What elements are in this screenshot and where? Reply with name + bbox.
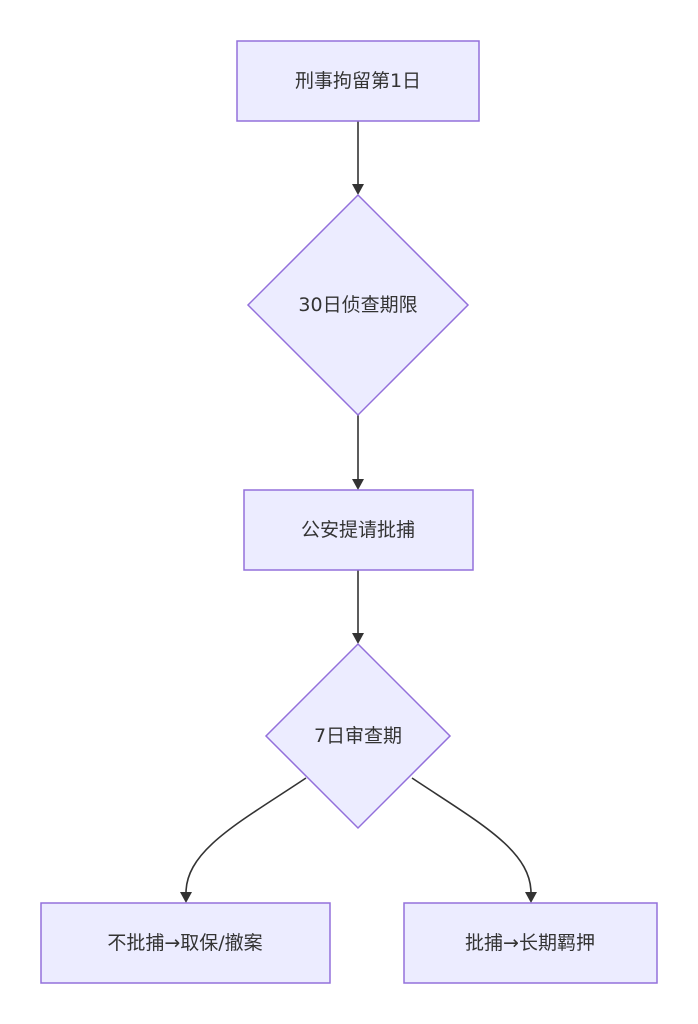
arrowhead-icon	[525, 892, 537, 903]
node-box	[40, 902, 331, 984]
node-box	[403, 902, 658, 984]
node-label: 批捕→长期羁押	[465, 932, 595, 954]
edge-review-to-no-arrest	[185, 777, 307, 894]
node-label: 7日审查期	[314, 725, 402, 747]
arrowhead-icon	[352, 184, 364, 195]
node-box	[236, 40, 480, 122]
node-investigation-30: 30日侦查期限	[246, 193, 470, 417]
node-arrest: 批捕→长期羁押	[403, 902, 658, 984]
node-police-request: 公安提请批捕	[243, 489, 474, 571]
node-review-7: 7日审查期	[264, 642, 452, 830]
arrowhead-icon	[352, 633, 364, 644]
arrowhead-icon	[352, 479, 364, 490]
node-no-arrest: 不批捕→取保/撤案	[40, 902, 331, 984]
node-label: 不批捕→取保/撤案	[107, 932, 262, 954]
decision-diamond	[246, 193, 470, 417]
arrowhead-icon	[180, 892, 192, 903]
node-label: 刑事拘留第1日	[295, 70, 421, 92]
node-label: 30日侦查期限	[298, 294, 417, 316]
node-box	[243, 489, 474, 571]
edges	[180, 121, 537, 903]
node-label: 公安提请批捕	[301, 519, 415, 541]
edge-review-to-arrest	[411, 777, 532, 894]
node-detention-day1: 刑事拘留第1日	[236, 40, 480, 122]
decision-diamond	[264, 642, 452, 830]
